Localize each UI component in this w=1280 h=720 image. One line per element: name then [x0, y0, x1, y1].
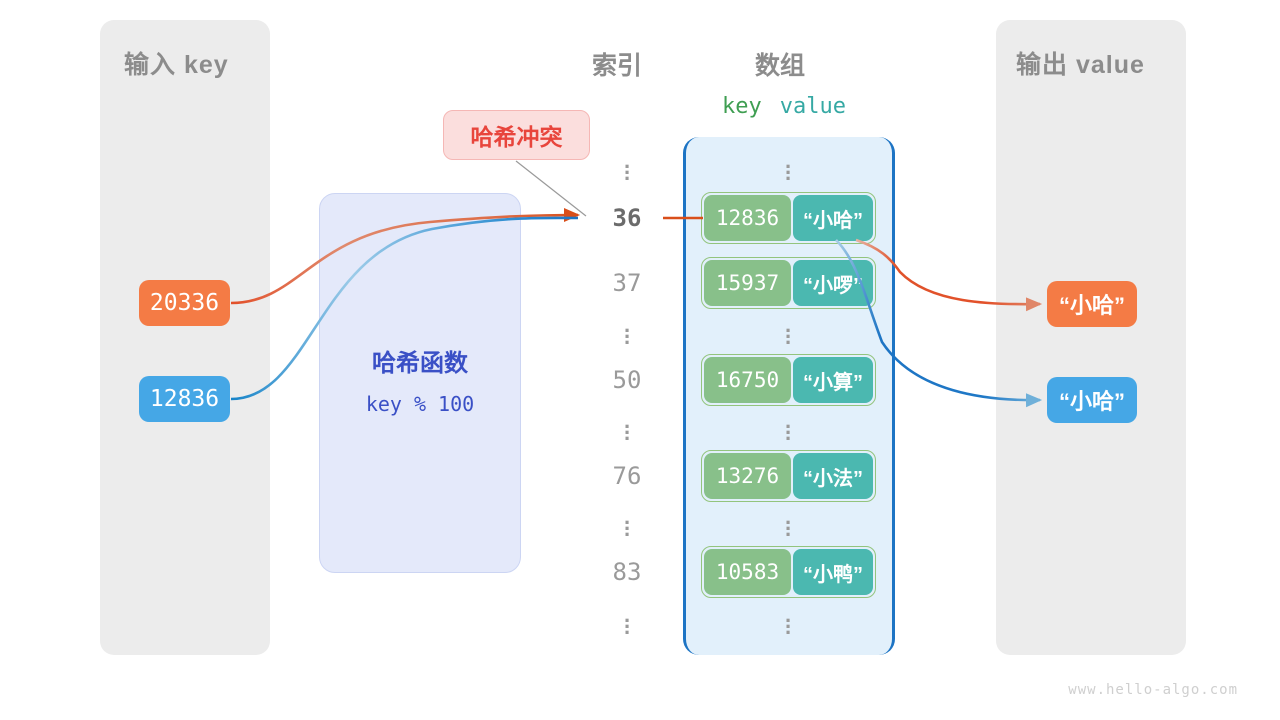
array-dots-top: ... [784, 148, 792, 185]
bucket-value: “小哈” [793, 195, 873, 241]
input-chip-20336[interactable]: 20336 [139, 280, 230, 326]
output-chip-blue[interactable]: “小哈” [1047, 377, 1137, 423]
array-dots-3: ... [784, 408, 792, 445]
index-label-76: 76 [612, 462, 642, 490]
collision-leader-line [515, 160, 587, 217]
index-label-36: 36 [612, 204, 642, 232]
array-dots-2: ... [784, 312, 792, 349]
index-dots-3: ... [623, 408, 631, 445]
hash-function-box [319, 193, 521, 573]
array-bucket-50[interactable]: 16750 “小算” [701, 354, 876, 406]
array-column-heading: 数组 [755, 52, 806, 80]
array-kv-header: key value [722, 94, 846, 119]
bucket-value: “小鸭” [793, 549, 873, 595]
bucket-key: 10583 [704, 549, 791, 595]
bucket-value: “小法” [793, 453, 873, 499]
watermark: www.hello-algo.com [1068, 682, 1238, 698]
array-dots-4: ... [784, 504, 792, 541]
array-bucket-37[interactable]: 15937 “小啰” [701, 257, 876, 309]
index-dots-4: ... [623, 504, 631, 541]
index-label-50: 50 [612, 366, 642, 394]
input-panel-title: 输入 key [124, 51, 229, 79]
array-dots-bottom: ... [784, 602, 792, 639]
array-bucket-36[interactable]: 12836 “小哈” [701, 192, 876, 244]
index-label-37: 37 [612, 269, 642, 297]
output-panel-title: 输出 value [1016, 51, 1145, 79]
bucket-key: 16750 [704, 357, 791, 403]
index-dots-bottom: ... [623, 602, 631, 639]
bucket-key: 13276 [704, 453, 791, 499]
index-label-83: 83 [612, 558, 642, 586]
hash-function-title: 哈希函数 [372, 350, 468, 377]
bucket-key: 15937 [704, 260, 791, 306]
bucket-value: “小啰” [793, 260, 873, 306]
output-panel [996, 20, 1186, 655]
array-bucket-83[interactable]: 10583 “小鸭” [701, 546, 876, 598]
array-value-header: value [779, 94, 846, 119]
bucket-value: “小算” [793, 357, 873, 403]
output-chip-orange[interactable]: “小哈” [1047, 281, 1137, 327]
index-dots-2: ... [623, 312, 631, 349]
hash-collision-label: 哈希冲突 [443, 110, 590, 160]
input-chip-12836[interactable]: 12836 [139, 376, 230, 422]
index-column-heading: 索引 [592, 52, 643, 80]
hash-function-formula: key % 100 [365, 392, 475, 416]
bucket-key: 12836 [704, 195, 791, 241]
array-bucket-76[interactable]: 13276 “小法” [701, 450, 876, 502]
input-panel [100, 20, 270, 655]
index-dots-top: ... [623, 148, 631, 185]
array-key-header: key [722, 94, 762, 119]
